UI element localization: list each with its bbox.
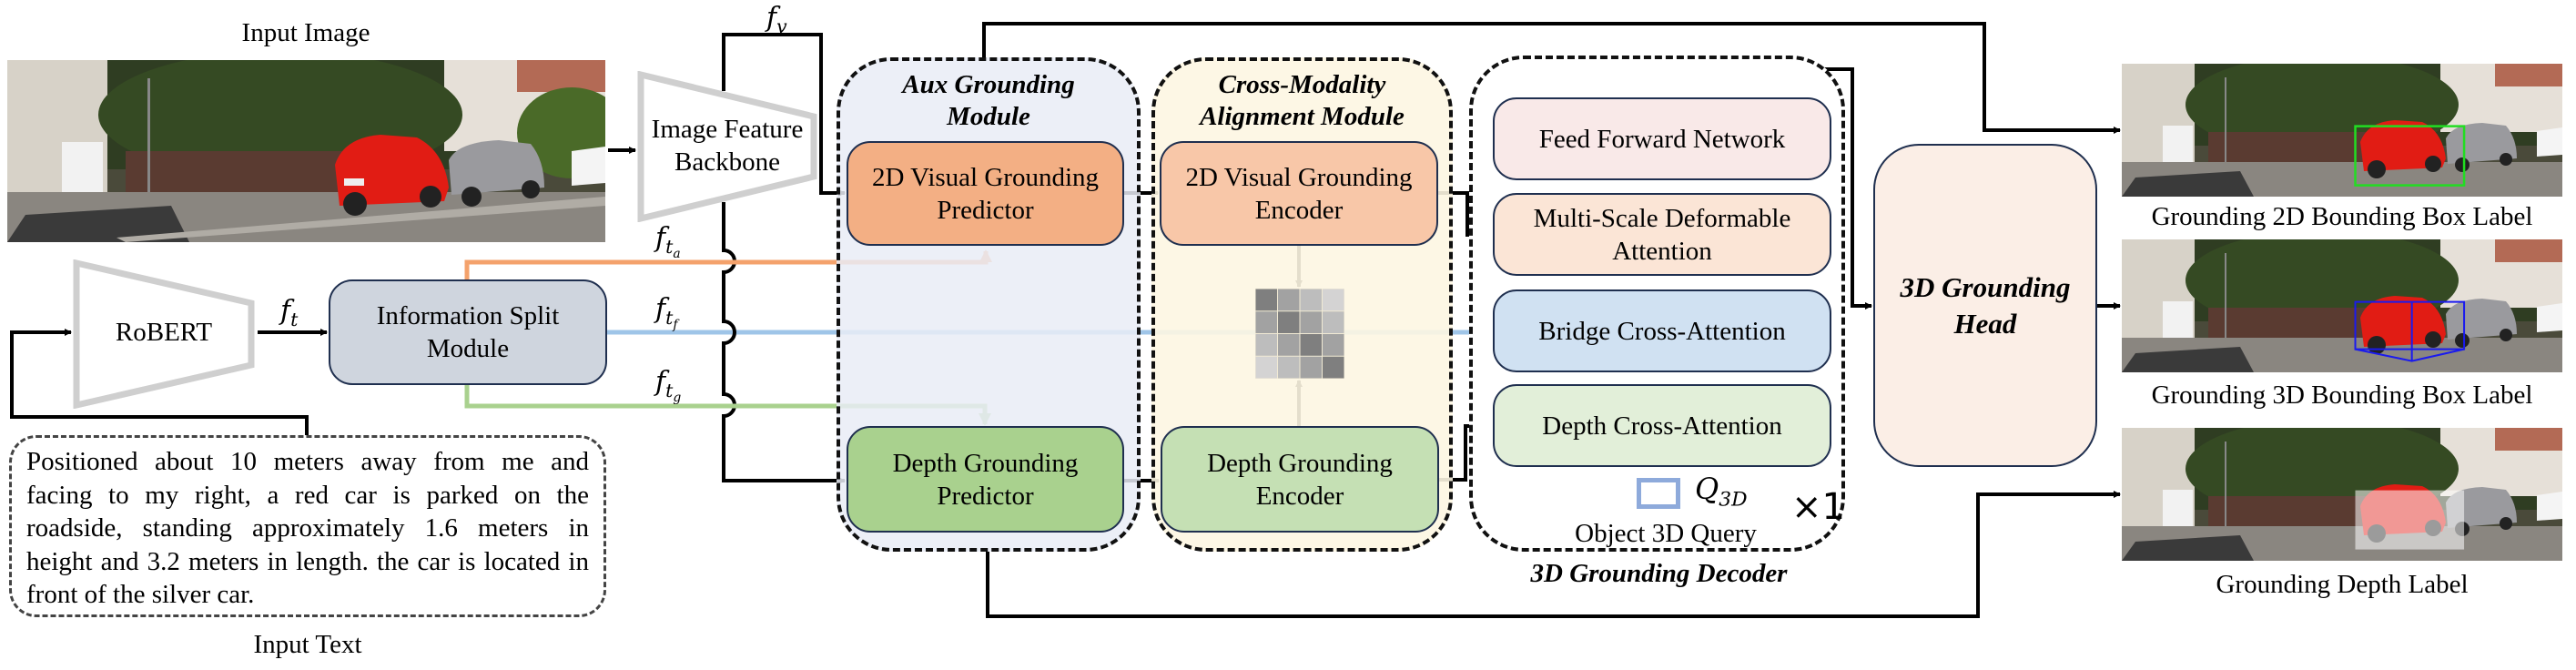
repeat-count: ×1 bbox=[1791, 486, 1845, 528]
ftg-label: ftg bbox=[655, 366, 682, 406]
affinity-cell bbox=[1323, 334, 1344, 356]
2d-box-label-image bbox=[2122, 55, 2562, 201]
q3d-label: Q3D bbox=[1695, 472, 1748, 512]
affinity-cell bbox=[1278, 311, 1300, 333]
depth-cross-attention: Depth Cross-Attention bbox=[1493, 384, 1831, 467]
output-caption: Grounding Depth Label bbox=[2216, 570, 2469, 599]
input-text-box: Positioned about 10 meters away from me … bbox=[9, 435, 606, 617]
3d-bounding-box bbox=[2354, 300, 2466, 362]
affinity-cell bbox=[1323, 289, 1344, 311]
affinity-cell bbox=[1300, 289, 1322, 311]
affinity-cell bbox=[1323, 356, 1344, 379]
feed-forward-network: Feed Forward Network bbox=[1493, 97, 1831, 180]
affinity-cell bbox=[1278, 356, 1300, 379]
aux-module-title: Aux Grounding Module bbox=[902, 70, 1075, 131]
affinity-cell bbox=[1300, 334, 1322, 356]
cma-module-title: Cross-Modality Alignment Module bbox=[1200, 70, 1405, 131]
image-backbone: Image Feature Backbone bbox=[651, 115, 804, 177]
fv-label: fv bbox=[766, 2, 787, 37]
text-encoder-shape bbox=[73, 259, 255, 409]
affinity-grid bbox=[1255, 289, 1344, 379]
affinity-cell bbox=[1278, 289, 1300, 311]
output-caption: Grounding 2D Bounding Box Label bbox=[2151, 202, 2533, 231]
depth-mask bbox=[2355, 490, 2465, 550]
affinity-cell bbox=[1300, 311, 1322, 333]
2d-bounding-box bbox=[2354, 125, 2466, 187]
ftf-label: ftf bbox=[655, 293, 678, 333]
object-3d-query-label: Object 3D Query bbox=[1575, 519, 1757, 548]
affinity-cell bbox=[1255, 311, 1277, 333]
output-caption: Grounding 3D Bounding Box Label bbox=[2151, 381, 2533, 410]
3d-box-label-image bbox=[2122, 230, 2562, 377]
input-image bbox=[7, 60, 605, 242]
input-image-caption: Input Image bbox=[241, 18, 370, 47]
bridge-cross-attention: Bridge Cross-Attention bbox=[1493, 289, 1831, 372]
image-backbone-shape bbox=[637, 71, 817, 222]
affinity-cell bbox=[1278, 334, 1300, 356]
affinity-cell bbox=[1255, 356, 1277, 379]
affinity-cell bbox=[1255, 334, 1277, 356]
affinity-cell bbox=[1300, 356, 1322, 379]
ft-label: ft bbox=[280, 295, 299, 330]
decoder-title: 3D Grounding Decoder bbox=[1530, 559, 1788, 588]
affinity-cell bbox=[1255, 289, 1277, 311]
input-text-caption: Input Text bbox=[253, 630, 362, 659]
text-encoder-label: RoBERT bbox=[115, 318, 213, 347]
object-3d-query-icon bbox=[1637, 478, 1680, 509]
fta-label: fta bbox=[655, 222, 681, 262]
depth-label-image bbox=[2122, 419, 2562, 565]
affinity-cell bbox=[1323, 311, 1344, 333]
